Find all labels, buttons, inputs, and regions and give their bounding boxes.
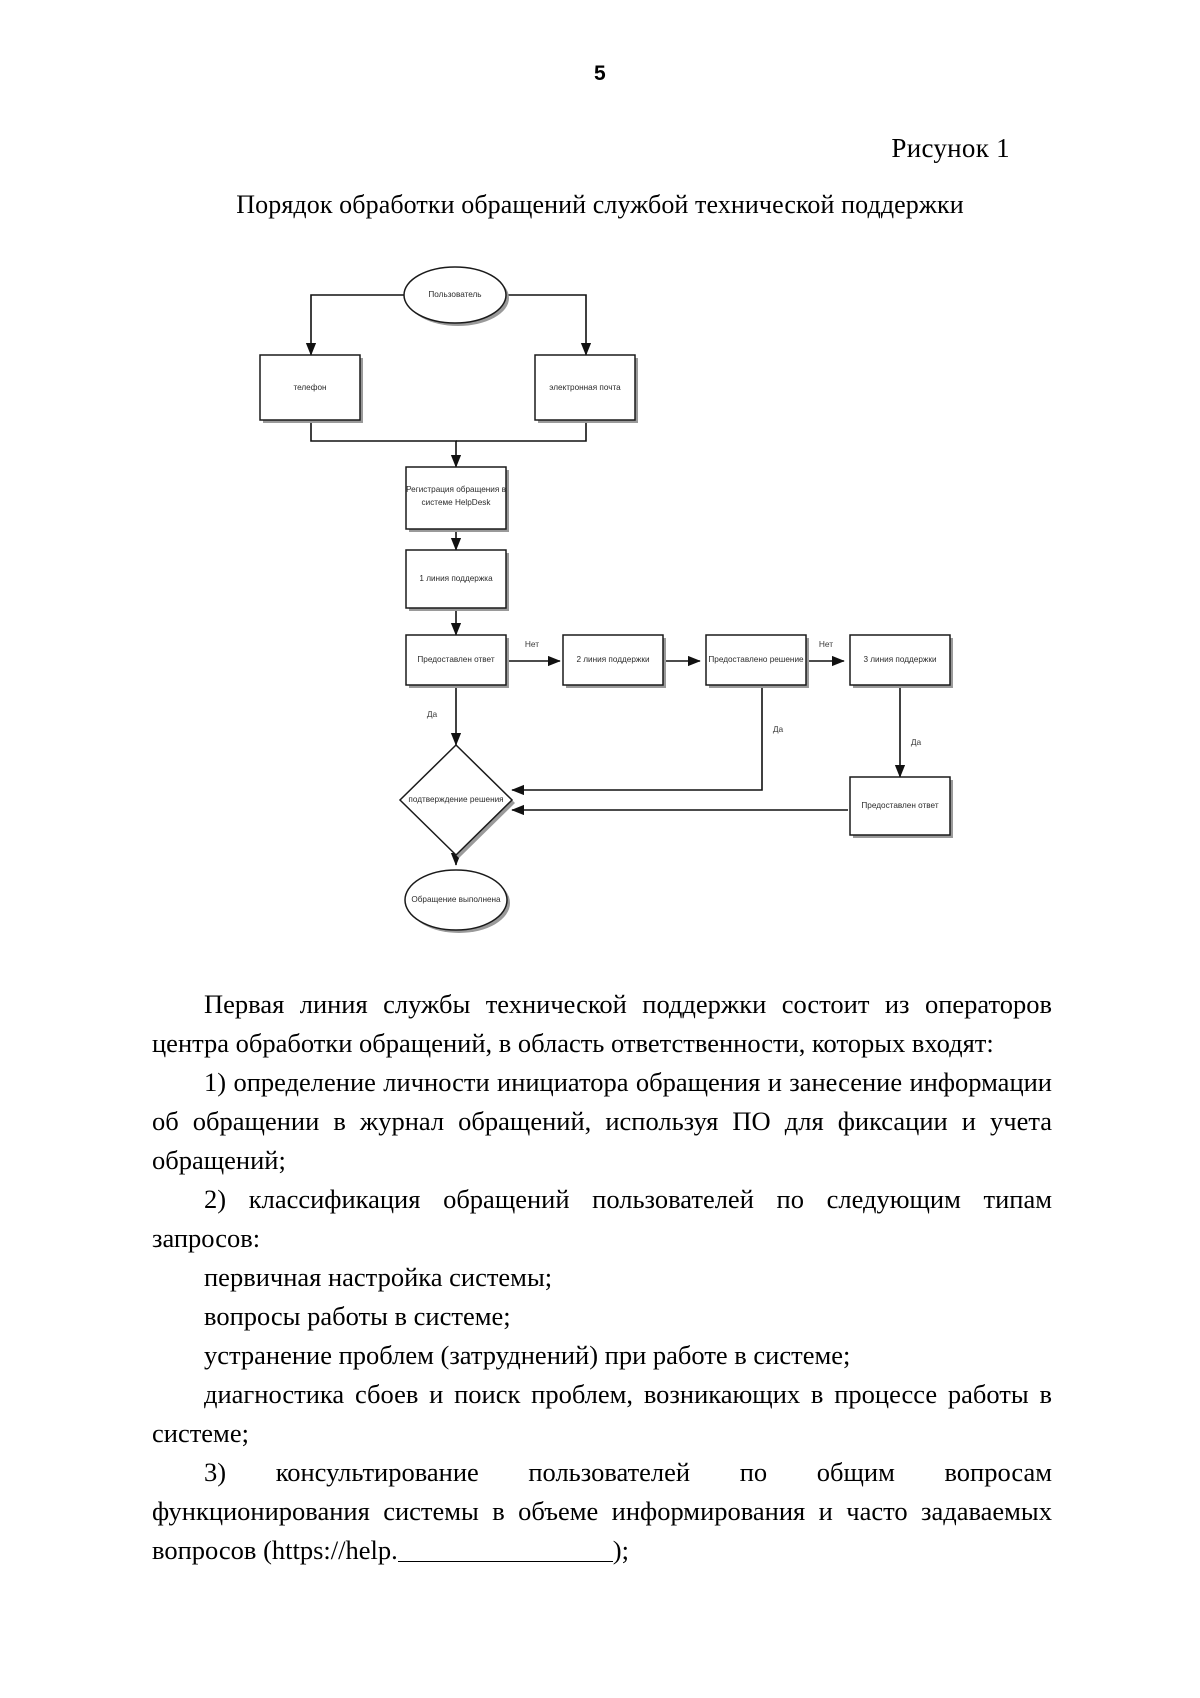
- edge-label-no-1: Нет: [525, 639, 539, 649]
- paragraph-1: Первая линия службы технической поддержк…: [152, 989, 1052, 1058]
- connector-phone-to-registration: [310, 423, 462, 468]
- answer-provided2-node-label: Предоставлен ответ: [861, 801, 938, 810]
- email-node: [534, 354, 636, 421]
- line3-support-node: [849, 634, 951, 686]
- phone-node: [259, 354, 361, 421]
- edge-label-yes-2: Да: [773, 724, 784, 734]
- flowchart-diagram: Пользователь телефон электронная почта Р…: [0, 245, 1200, 945]
- confirmation-node-label: подтверждение решения: [408, 795, 503, 804]
- answer-provided2-node: [849, 776, 951, 836]
- solution-provided-node-label: Предоставлено решение: [708, 655, 804, 664]
- confirmation-node: [398, 743, 514, 857]
- line2-support-node-label: 2 линия поддержки: [576, 655, 649, 664]
- connector-user-to-email: [506, 294, 592, 356]
- page-number: 5: [594, 62, 606, 85]
- registration-node-label-line2: системе HelpDesk: [422, 498, 492, 507]
- line1-support-node: [405, 549, 507, 609]
- line1-support-node-label: 1 линия поддержка: [419, 574, 493, 583]
- paragraph-4: 3) консультирование пользователей по общ…: [152, 1453, 1052, 1570]
- line2-support-node: [562, 634, 664, 686]
- connector-email-to-bus: [456, 423, 587, 442]
- body-text-block: Первая линия службы технической поддержк…: [152, 985, 1052, 1570]
- fill-in-blank: [397, 1561, 613, 1562]
- user-node-label: Пользователь: [428, 290, 481, 299]
- list-item-3: устранение проблем (затруднений) при раб…: [204, 1340, 851, 1370]
- line3-support-node-label: 3 линия поддержки: [863, 655, 936, 664]
- registration-node: [405, 466, 507, 530]
- edge-label-yes-3: Да: [911, 737, 922, 747]
- figure-caption: Порядок обработки обращений службой техн…: [236, 190, 964, 219]
- solution-provided-node: [705, 634, 807, 686]
- paragraph-4-suffix: );: [612, 1535, 629, 1565]
- answer-provided-node-label: Предоставлен ответ: [417, 655, 494, 664]
- connector-user-to-phone: [305, 294, 404, 356]
- user-node: [403, 266, 507, 324]
- answer-provided-node: [405, 634, 507, 686]
- email-node-label: электронная почта: [549, 383, 621, 392]
- phone-node-label: телефон: [293, 383, 326, 392]
- figure-label: Рисунок 1: [891, 133, 1010, 163]
- list-item-2: вопросы работы в системе;: [204, 1301, 511, 1331]
- list-item-1: первичная настройка системы;: [204, 1262, 553, 1292]
- paragraph-2: 1) определение личности инициатора обращ…: [152, 1067, 1052, 1175]
- connector-solution-to-confirmation: [511, 687, 763, 796]
- paragraph-4-text: 3) консультирование пользователей по общ…: [152, 1457, 1052, 1565]
- edge-label-yes-1: Да: [427, 709, 438, 719]
- request-completed-node: [404, 869, 508, 931]
- paragraph-3: 2) классификация обращений пользователей…: [152, 1184, 1052, 1253]
- list-item-4: диагностика сбоев и поиск проблем, возни…: [152, 1379, 1052, 1448]
- request-completed-node-label: Обращение выполнена: [411, 895, 501, 904]
- registration-node-label-line1: Регистрация обращения в: [406, 485, 506, 494]
- edge-label-no-2: Нет: [819, 639, 833, 649]
